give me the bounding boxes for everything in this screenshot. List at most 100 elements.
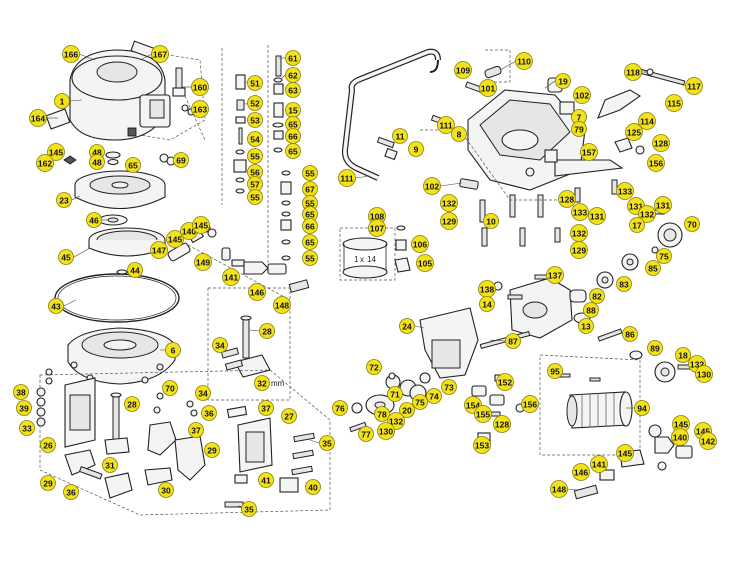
callout-number: 156	[523, 400, 537, 410]
callout-number: 145	[49, 148, 63, 158]
callout-number: 95	[550, 367, 560, 377]
callout-circle	[440, 194, 458, 212]
callout-number: 129	[442, 217, 456, 227]
callout-number: 61	[288, 54, 298, 64]
diaphragm-washer	[98, 214, 128, 226]
callout-number: 28	[127, 400, 137, 410]
callout-circle	[483, 213, 499, 229]
callout-circle	[58, 249, 74, 265]
callout-number: 26	[43, 441, 53, 451]
callout-number: 83	[619, 280, 629, 290]
callout-101: 101	[479, 79, 497, 97]
callout-circle	[86, 212, 102, 228]
callout-circle	[571, 203, 589, 221]
callout-circle	[62, 45, 80, 63]
callout-number: 138	[480, 285, 494, 295]
callout-79: 79	[571, 121, 587, 137]
callout-number: 132	[690, 360, 704, 370]
motor-housing-group	[45, 40, 206, 141]
callout-number: 70	[687, 220, 697, 230]
callout-circle	[572, 463, 590, 481]
callout-number: 152	[498, 378, 512, 388]
callout-94: 94	[634, 400, 650, 416]
callout-13: 13	[578, 318, 594, 334]
callout-152: 152	[496, 373, 514, 391]
motor-washers-group	[63, 151, 176, 166]
callout-circle	[285, 82, 301, 98]
callout-156: 156	[647, 154, 665, 172]
callout-130: 130	[377, 422, 395, 440]
callout-number: 141	[592, 460, 606, 470]
callout-circle	[366, 359, 382, 375]
callout-number: 33	[22, 424, 32, 434]
callout-circle	[166, 230, 184, 248]
callout-141: 141	[590, 455, 608, 473]
latch-bracket	[597, 68, 686, 155]
callout-28: 28	[124, 396, 140, 412]
callout-69: 69	[173, 152, 189, 168]
callout-number: 32	[257, 379, 267, 389]
callout-number: 29	[207, 446, 217, 456]
callout-61: 61	[285, 50, 301, 66]
callout-circle	[127, 262, 143, 278]
callout-circle	[590, 455, 608, 473]
callout-circle	[319, 435, 335, 451]
callout-28: 28	[259, 323, 275, 339]
callout-54: 54	[247, 131, 263, 147]
callout-circle	[63, 484, 79, 500]
linkage-arms	[64, 421, 206, 499]
callout-53: 53	[247, 112, 263, 128]
callout-circle	[222, 268, 240, 286]
callout-circle	[647, 154, 665, 172]
callout-number: 131	[590, 212, 604, 222]
callout-9: 9	[408, 141, 424, 157]
callout-38: 38	[13, 384, 29, 400]
outlet-fittings-right	[573, 424, 693, 500]
callout-circle	[645, 260, 661, 276]
callout-62: 62	[285, 67, 301, 83]
callout-15: 15	[285, 102, 301, 118]
callout-circle	[258, 472, 274, 488]
callout-number: 1	[60, 97, 65, 107]
callout-70: 70	[684, 216, 700, 232]
callout-number: 30	[161, 486, 171, 496]
callout-129: 129	[570, 241, 588, 259]
callout-11: 11	[392, 128, 408, 144]
callout-number: 8	[457, 130, 462, 140]
dimension-label-x: x	[360, 255, 364, 264]
callout-circle	[150, 241, 168, 259]
callout-number: 9	[414, 145, 419, 155]
callout-number: 56	[250, 168, 260, 178]
callout-number: 65	[305, 238, 315, 248]
callout-number: 65	[288, 120, 298, 130]
callout-circle	[259, 323, 275, 339]
callout-number: 132	[442, 199, 456, 209]
callout-number: 23	[59, 196, 69, 206]
eccentric-shaft-box: mm	[207, 287, 291, 401]
callout-number: 87	[508, 337, 518, 347]
callout-140: 140	[671, 428, 689, 446]
callout-number: 153	[475, 441, 489, 451]
callout-number: 71	[390, 390, 400, 400]
callout-number: 35	[322, 439, 332, 449]
handle-bar	[341, 48, 441, 181]
callout-number: 102	[575, 91, 589, 101]
callout-circle	[546, 266, 564, 284]
callout-number: 146	[574, 468, 588, 478]
callout-number: 54	[250, 135, 260, 145]
callout-number: 41	[261, 476, 271, 486]
callout-146: 146	[248, 283, 266, 301]
callout-circle	[440, 212, 458, 230]
callout-128: 128	[652, 134, 670, 152]
callout-number: 17	[632, 221, 642, 231]
callout-number: 149	[196, 258, 210, 268]
callout-circle	[684, 216, 700, 232]
callout-number: 110	[517, 57, 531, 67]
callout-number: 130	[379, 427, 393, 437]
callout-circle	[426, 388, 442, 404]
callout-148: 148	[550, 480, 568, 498]
callout-number: 111	[439, 121, 453, 131]
callout-number: 75	[659, 252, 669, 262]
callout-circle	[408, 141, 424, 157]
callout-129: 129	[440, 212, 458, 230]
